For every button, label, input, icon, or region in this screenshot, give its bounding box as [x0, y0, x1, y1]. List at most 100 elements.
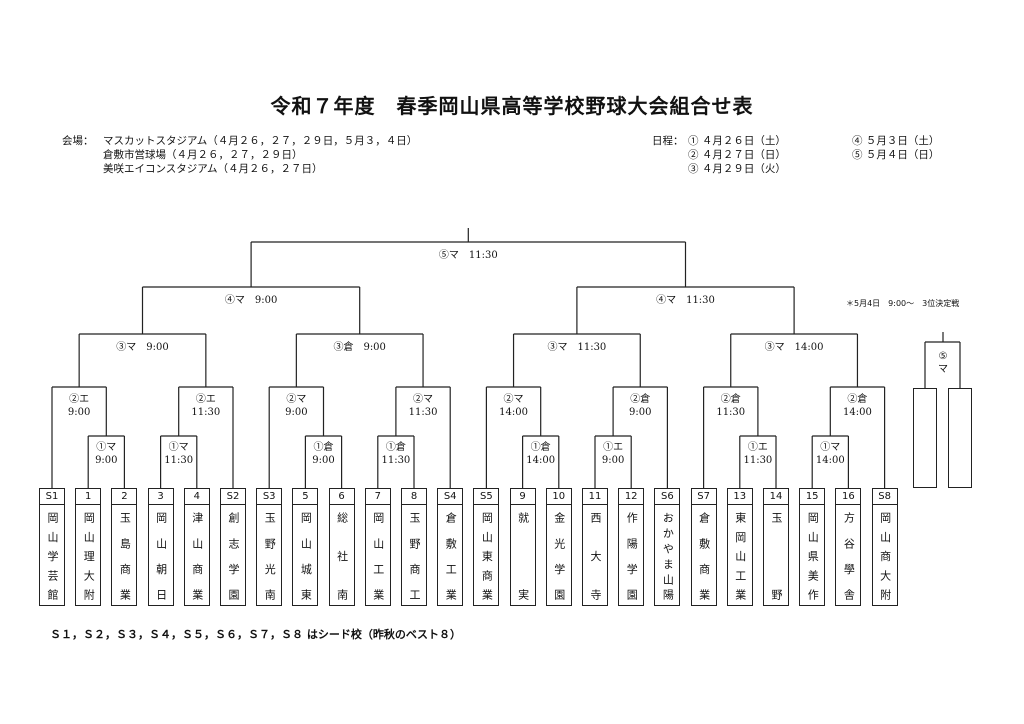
- round1-match-label: ①マ 14:00: [815, 442, 845, 466]
- third-place-note: ＊5月4日 9:00～ 3位決定戦: [846, 299, 960, 308]
- round1-match-label: ①エ 9:00: [601, 442, 625, 466]
- team-slot: 5 岡山城東: [292, 488, 319, 606]
- venue-line: マスカットスタジアム（４月２６，２７，２９日，５月３，４日）: [103, 135, 418, 147]
- round3-match-label: ③倉 9:00: [333, 342, 386, 353]
- team-name: おかやま山陽: [661, 512, 675, 600]
- team-slot: 4 津山商業: [183, 488, 210, 606]
- team-name: 東岡山工業: [733, 512, 747, 600]
- team-name: 津山商業: [190, 512, 204, 600]
- page-title: 令和７年度 春季岡山県高等学校野球大会組合せ表: [270, 94, 754, 118]
- team-slot: 15 岡山県美作: [799, 488, 826, 606]
- team-slot: 2 玉島商業: [111, 488, 138, 606]
- team-name: 岡山学芸館: [46, 512, 59, 600]
- team-seed: 11: [583, 489, 607, 505]
- round1-match-label: ①マ 9:00: [95, 442, 118, 466]
- round3-match-label: ③マ 14:00: [764, 342, 824, 353]
- team-seed: S8: [872, 489, 897, 505]
- round1-match-label: ①倉 14:00: [526, 442, 556, 466]
- team-name: 倉敷工業: [444, 512, 458, 600]
- round2-match-label: ②マ 11:30: [408, 394, 438, 418]
- team-name: 岡山理大附: [82, 512, 96, 600]
- round2-match-label: ②倉 14:00: [843, 394, 872, 418]
- team-slot: 1 岡山理大附: [75, 488, 102, 606]
- team-slot: S2 創志学園: [220, 488, 246, 606]
- team-seed: S1: [40, 489, 64, 505]
- footnote: Ｓ１，Ｓ２，Ｓ３，Ｓ４，Ｓ５，Ｓ６，Ｓ７，Ｓ８ はシード校（昨秋のベスト８）: [50, 628, 462, 641]
- team-seed: 2: [112, 489, 137, 505]
- team-name: 岡山工業: [371, 512, 385, 600]
- third-place-slot: [948, 388, 972, 488]
- third-place-day: ⑤: [938, 351, 948, 362]
- team-name: 玉島商業: [118, 512, 132, 600]
- team-slot: 14 玉野: [763, 488, 789, 606]
- team-seed: S2: [221, 489, 245, 505]
- round4-match-label: ④マ 11:30: [656, 295, 715, 306]
- schedule-day: ④ ５月３日（土）: [852, 135, 940, 147]
- team-name: 岡山東商業: [480, 512, 494, 600]
- round2-match-label: ②倉 9:00: [629, 394, 652, 418]
- team-name: 玉野商工: [408, 512, 421, 600]
- team-name: 金光学園: [552, 512, 566, 600]
- team-slot: 9 就実: [509, 488, 536, 606]
- team-seed: 1: [76, 489, 101, 505]
- venue-line: 美咲エイコンスタジアム（４月２６，２７日）: [103, 163, 323, 175]
- team-slot: S5 岡山東商業: [473, 488, 500, 606]
- team-name: 西大寺: [589, 512, 602, 600]
- team-name: 玉野: [770, 512, 783, 600]
- round3-match-label: ③マ 11:30: [547, 342, 607, 353]
- team-name: 玉野光南: [263, 512, 277, 600]
- team-seed: S6: [655, 489, 680, 505]
- team-name: 岡山朝日: [154, 512, 168, 600]
- round1-match-label: ①倉 9:00: [312, 442, 335, 466]
- team-seed: 3: [148, 489, 173, 505]
- team-slot: S1 岡山学芸館: [39, 488, 65, 606]
- team-seed: 15: [800, 489, 825, 505]
- round3-match-label: ③マ 9:00: [116, 342, 169, 353]
- venue-line: 倉敷市営球場（４月２６，２７，２９日）: [103, 149, 303, 161]
- team-name: 倉敷商業: [697, 512, 711, 600]
- schedule-day: ① ４月２６日（土）: [688, 135, 786, 147]
- team-name: 総社南: [335, 512, 349, 600]
- team-seed: 5: [293, 489, 318, 505]
- team-slot: 13 東岡山工業: [726, 488, 753, 606]
- team-seed: 8: [402, 489, 426, 505]
- team-slot: 10 金光学園: [545, 488, 572, 606]
- team-name: 創志学園: [227, 512, 240, 600]
- team-name: 方谷學舎: [842, 512, 856, 600]
- team-slot: S6 おかやま山陽: [654, 488, 681, 606]
- team-name: 就実: [516, 512, 530, 600]
- schedule-label: 日程：: [652, 135, 684, 147]
- schedule-day: ⑤ ５月４日（日）: [852, 149, 940, 161]
- schedule-day: ③ ４月２９日（火）: [688, 163, 786, 175]
- schedule-day: ② ４月２７日（日）: [688, 149, 786, 161]
- round1-match-label: ①マ 11:30: [164, 442, 194, 466]
- team-slot: 11 西大寺: [582, 488, 608, 606]
- team-slot: S8 岡山商大附: [871, 488, 898, 606]
- round1-match-label: ①倉 11:30: [381, 442, 411, 466]
- round2-match-label: ②エ 9:00: [67, 394, 91, 418]
- team-name: 岡山商大附: [878, 512, 892, 600]
- final-match-label: ⑤マ 11:30: [438, 250, 498, 261]
- team-name: 岡山城東: [299, 512, 313, 600]
- team-seed: 4: [184, 489, 209, 505]
- third-place-slot: [913, 388, 937, 488]
- team-seed: 13: [727, 489, 752, 505]
- team-slot: 6 総社南: [328, 488, 355, 606]
- team-seed: 6: [329, 489, 354, 505]
- team-name: 岡山県美作: [806, 512, 820, 600]
- team-seed: S3: [257, 489, 282, 505]
- team-seed: 14: [764, 489, 788, 505]
- round2-match-label: ②マ 14:00: [499, 394, 528, 418]
- round2-match-label: ②倉 11:30: [716, 394, 746, 418]
- team-seed: S5: [474, 489, 499, 505]
- team-slot: 8 玉野商工: [401, 488, 427, 606]
- team-seed: 9: [510, 489, 535, 505]
- round2-match-label: ②エ 11:30: [191, 394, 221, 418]
- team-seed: 10: [546, 489, 571, 505]
- round4-match-label: ④マ 9:00: [224, 295, 278, 306]
